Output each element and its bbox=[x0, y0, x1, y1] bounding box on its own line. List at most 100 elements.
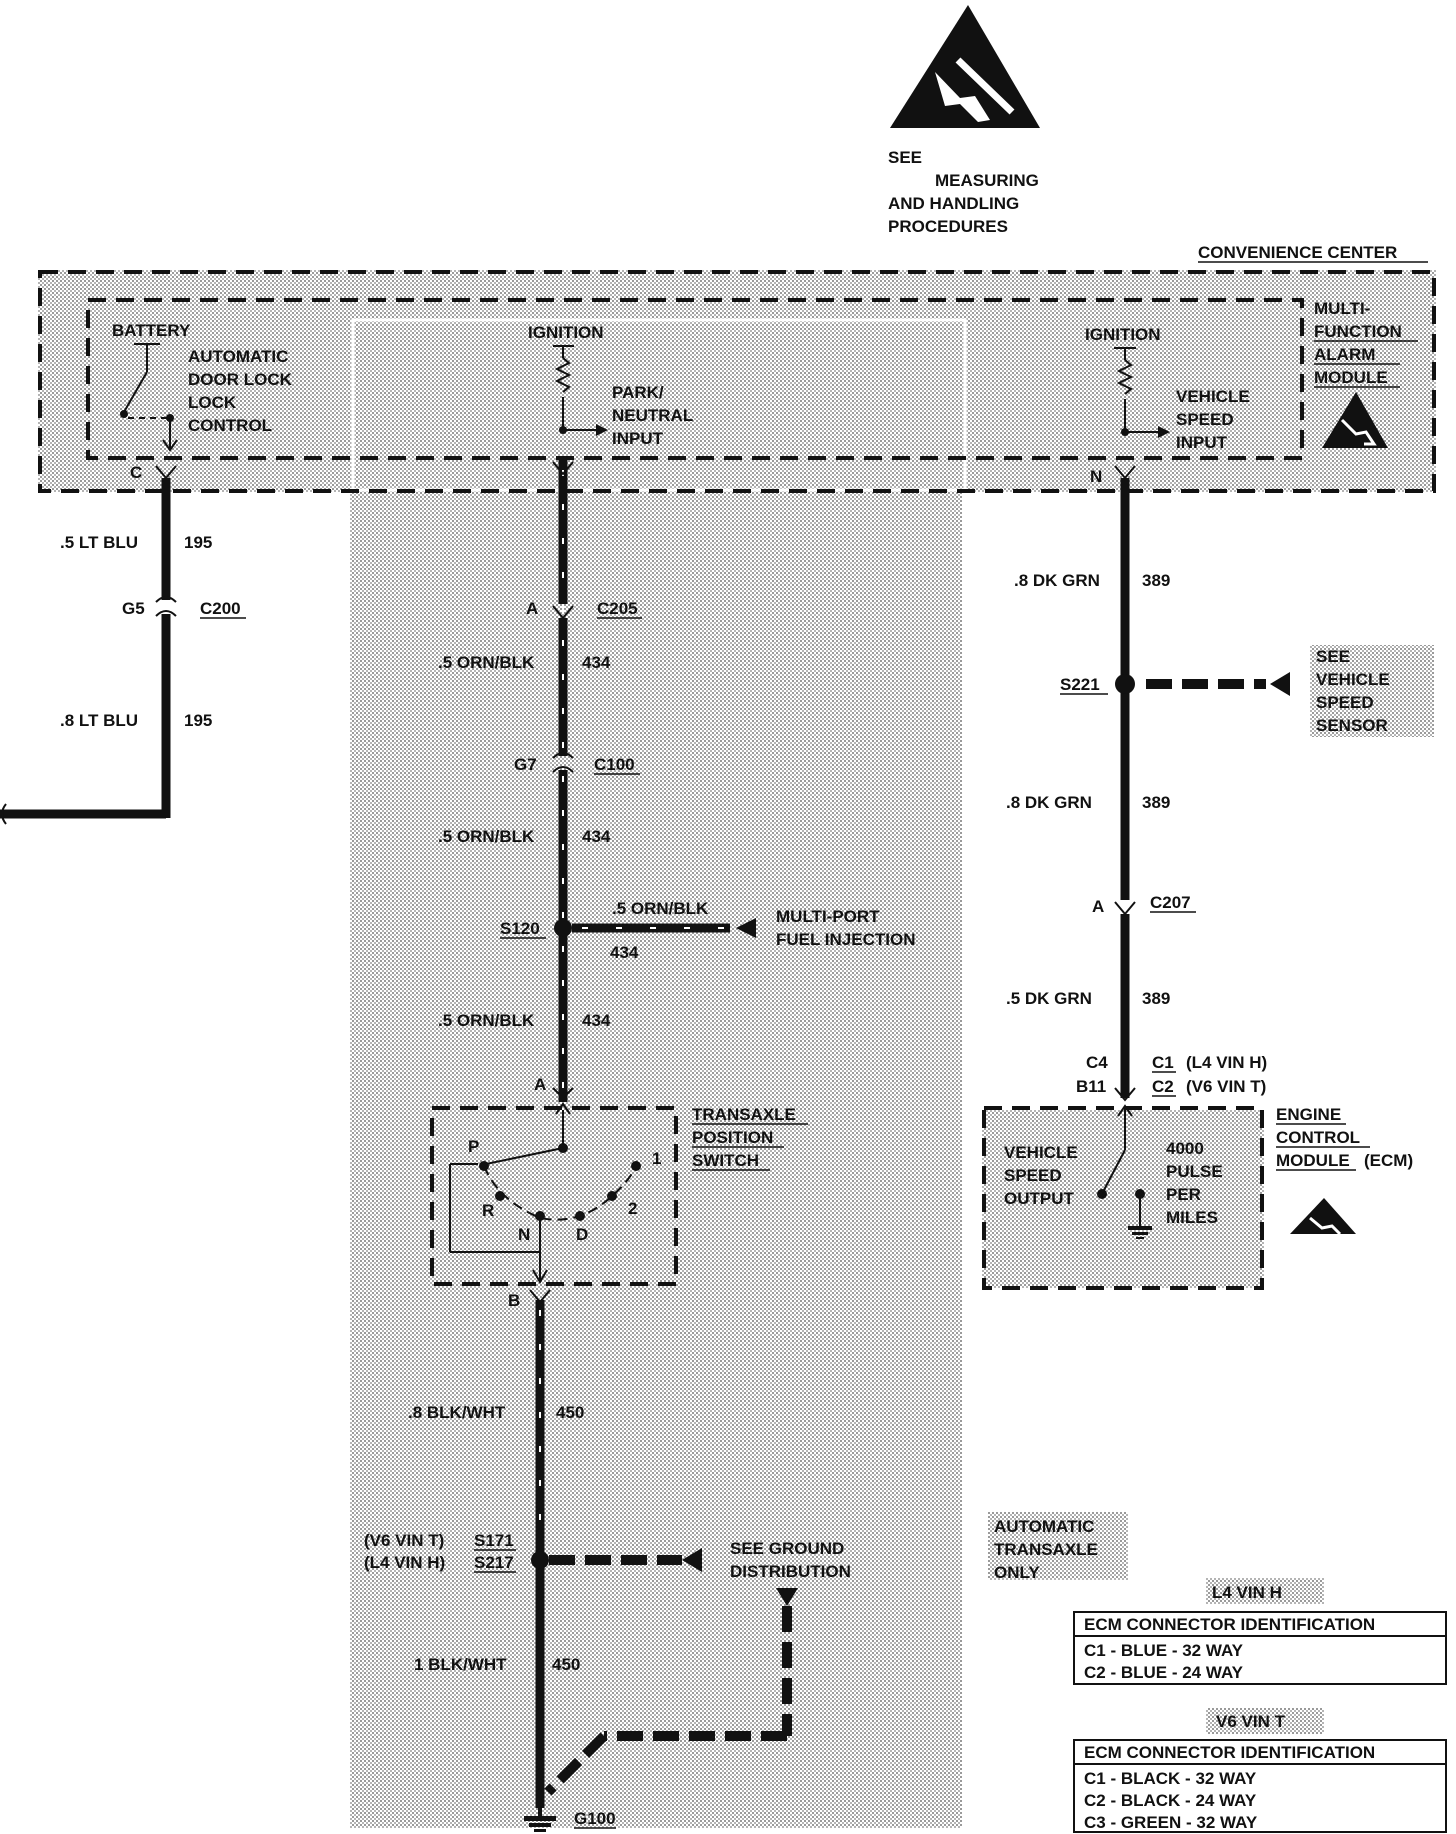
pos-n: N bbox=[518, 1225, 530, 1244]
c389-w1-size: .8 DK GRN bbox=[1014, 571, 1100, 590]
ground-dist-line1: SEE GROUND bbox=[730, 1539, 844, 1558]
ecm-shade bbox=[982, 1110, 1264, 1288]
vss-note-line2: VEHICLE bbox=[1316, 670, 1390, 689]
ground-return-dashed-wire bbox=[544, 1588, 798, 1796]
circuit-389-wire bbox=[1114, 465, 1136, 1102]
mpfi-branch-wire bbox=[572, 918, 756, 938]
esd-notice-line4: PROCEDURES bbox=[888, 217, 1008, 236]
mfa-line1: MULTI- bbox=[1314, 299, 1370, 318]
convenience-center-box bbox=[38, 270, 1436, 493]
door-lock-line2: DOOR LOCK bbox=[188, 370, 293, 389]
mfa-module-box bbox=[86, 298, 1304, 460]
door-lock-line4: CONTROL bbox=[188, 416, 272, 435]
door-lock-switch-icon bbox=[120, 343, 178, 452]
vso-line3: OUTPUT bbox=[1004, 1189, 1075, 1208]
c434-w3-num: 434 bbox=[582, 1011, 611, 1030]
esd-warning-icon bbox=[890, 5, 1040, 128]
vss-note-line3: SPEED bbox=[1316, 693, 1374, 712]
esd-notice-line1: SEE bbox=[888, 148, 922, 167]
c205-label: C205 bbox=[597, 599, 638, 618]
pos-1: 1 bbox=[652, 1149, 661, 1168]
mfa-esd-icon bbox=[1322, 392, 1388, 448]
c434-w2-size: .5 ORN/BLK bbox=[438, 827, 535, 846]
c200-label: C200 bbox=[200, 599, 241, 618]
ecm-line2: CONTROL bbox=[1276, 1128, 1360, 1147]
ground-distribution-branch bbox=[549, 1548, 702, 1572]
pulse-line1: 4000 bbox=[1166, 1139, 1204, 1158]
vss-input-line1: VEHICLE bbox=[1176, 387, 1250, 406]
switch-pin-b: B bbox=[508, 1291, 520, 1310]
transaxle-line2: POSITION bbox=[692, 1128, 773, 1147]
c195-w2-num: 195 bbox=[184, 711, 212, 730]
pos-d: D bbox=[576, 1225, 588, 1244]
transaxle-switch-box bbox=[430, 1106, 678, 1286]
vss-input-pin: N bbox=[1090, 467, 1102, 486]
ecm-c1-label: C1 bbox=[1152, 1053, 1174, 1072]
ground-dist-line2: DISTRIBUTION bbox=[730, 1562, 851, 1581]
c389-w3-num: 389 bbox=[1142, 989, 1170, 1008]
c450-w2-num: 450 bbox=[552, 1655, 580, 1674]
automatic-note-shade bbox=[988, 1512, 1128, 1580]
c100-pin: G7 bbox=[514, 755, 537, 774]
s221-splice bbox=[1115, 674, 1135, 694]
ecm-line3-suffix: (ECM) bbox=[1364, 1151, 1413, 1170]
pulse-line4: MILES bbox=[1166, 1208, 1218, 1227]
ecm-pin-b11: B11 bbox=[1076, 1077, 1106, 1096]
s221-label: S221 bbox=[1060, 675, 1100, 694]
circuit-195-wire bbox=[0, 465, 177, 825]
l4-tag: L4 VIN H bbox=[1212, 1583, 1282, 1602]
s171-label: S171 bbox=[474, 1531, 514, 1550]
v6-tag-shade bbox=[1206, 1708, 1324, 1734]
c200-pin: G5 bbox=[122, 599, 145, 618]
c434-w3-size: .5 ORN/BLK bbox=[438, 1011, 535, 1030]
park-neutral-resistor-icon bbox=[553, 345, 608, 436]
ecm-pin-c4: C4 bbox=[1086, 1053, 1108, 1072]
pos-p: P bbox=[468, 1137, 479, 1156]
c389-w1-num: 389 bbox=[1142, 571, 1170, 590]
c389-w2-num: 389 bbox=[1142, 793, 1170, 812]
vss-input-resistor-icon bbox=[1114, 347, 1170, 438]
g100-ground-icon bbox=[524, 1808, 556, 1832]
convenience-center-label: CONVENIENCE CENTER bbox=[1198, 243, 1397, 262]
esd-notice-line3: AND HANDLING bbox=[888, 194, 1019, 213]
c434-w1-num: 434 bbox=[582, 653, 611, 672]
l4-table-box bbox=[1073, 1611, 1447, 1685]
c389-w2-size: .8 DK GRN bbox=[1006, 793, 1092, 812]
pos-2: 2 bbox=[628, 1199, 637, 1218]
pulse-line3: PER bbox=[1166, 1185, 1201, 1204]
door-lock-pin: C bbox=[130, 463, 142, 482]
c450-w2-size: 1 BLK/WHT bbox=[414, 1655, 507, 1674]
park-neutral-line3: INPUT bbox=[612, 429, 664, 448]
park-neutral-line1: PARK/ bbox=[612, 383, 664, 402]
vehicle-speed-output-switch-icon bbox=[1097, 1104, 1152, 1239]
mpfi-branch-num: 434 bbox=[610, 943, 639, 962]
vss-note-line4: SENSOR bbox=[1316, 716, 1388, 735]
c195-w2-size: .8 LT BLU bbox=[60, 711, 138, 730]
c434-w2-num: 434 bbox=[582, 827, 611, 846]
auto-note-line3: ONLY bbox=[994, 1563, 1040, 1582]
park-neutral-line2: NEUTRAL bbox=[612, 406, 693, 425]
mfa-line2: FUNCTION bbox=[1314, 322, 1402, 341]
transaxle-line3: SWITCH bbox=[692, 1151, 759, 1170]
c100-label: C100 bbox=[594, 755, 635, 774]
s171-note: (V6 VIN T) bbox=[364, 1531, 444, 1550]
l4-table-row-2: C2 - BLUE - 24 WAY bbox=[1084, 1663, 1244, 1682]
vss-note-shade bbox=[1310, 645, 1434, 737]
ecm-esd-icon bbox=[1290, 1198, 1356, 1236]
ecm-c2-label: C2 bbox=[1152, 1077, 1174, 1096]
g100-label: G100 bbox=[574, 1809, 616, 1828]
pulse-line2: PULSE bbox=[1166, 1162, 1223, 1181]
l4-tag-shade bbox=[1206, 1578, 1324, 1604]
auto-note-line2: TRANSAXLE bbox=[994, 1540, 1098, 1559]
c434-w1-size: .5 ORN/BLK bbox=[438, 653, 535, 672]
v6-table-row-3: C3 - GREEN - 32 WAY bbox=[1084, 1813, 1258, 1832]
s120-label: S120 bbox=[500, 919, 540, 938]
c207-pin: A bbox=[1092, 897, 1104, 916]
c205-pin: A bbox=[526, 599, 538, 618]
vss-note-line1: SEE bbox=[1316, 647, 1350, 666]
s171-s217-splice bbox=[531, 1551, 549, 1569]
v6-tag: V6 VIN T bbox=[1216, 1712, 1286, 1731]
ecm-box bbox=[982, 1106, 1264, 1290]
s217-note: (L4 VIN H) bbox=[364, 1553, 445, 1572]
